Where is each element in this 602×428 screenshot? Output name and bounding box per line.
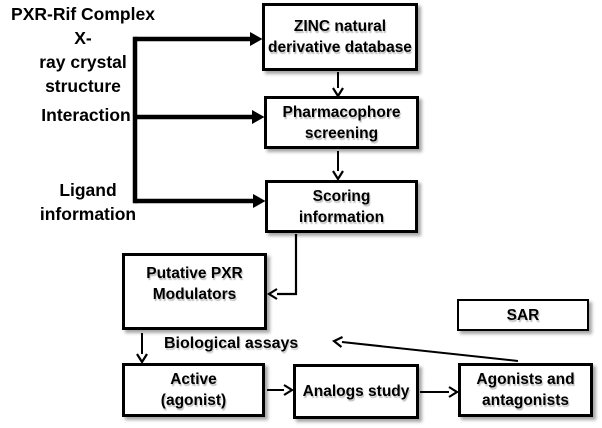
- node-zinc-natural-derivative-database: ZINC natural derivative database: [262, 3, 418, 71]
- input-label-crystal-structure: PXR-Rif Complex X- ray crystal structure: [11, 4, 155, 96]
- input-label-interaction: Interaction: [41, 105, 131, 125]
- node-sar: SAR: [457, 299, 589, 331]
- node-scoring-information: Scoring information: [265, 180, 418, 233]
- edge-label-biological-assays: Biological assays: [164, 335, 299, 352]
- input-label-ligand-information: Ligand information: [39, 180, 137, 224]
- node-agonists-and-antagonists: Agonists and antagonists: [458, 363, 593, 417]
- node-active-agonist: Active (agonist): [122, 363, 265, 417]
- node-pharmacophore-screening: Pharmacophore screening: [264, 96, 419, 149]
- arrow-agonists-to-sar: [331, 336, 519, 362]
- node-putative-pxr-modulators: Putative PXR Modulators: [122, 253, 267, 330]
- node-analogs-study: Analogs study: [293, 364, 419, 419]
- arrow-scoring-to-putative: [266, 234, 298, 300]
